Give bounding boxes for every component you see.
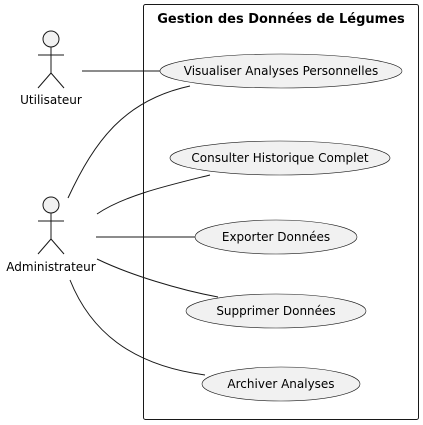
association-administrateur-visualiser <box>67 85 191 199</box>
use-case-visualiser: Visualiser Analyses Personnelles <box>159 53 403 89</box>
system-title: Gestion des Données de Légumes <box>157 12 405 27</box>
use-case-exporter: Exporter Données <box>194 219 358 255</box>
actor-administrateur: Administrateur <box>6 196 96 274</box>
actor-label-utilisateur: Utilisateur <box>20 93 82 107</box>
use-case-supprimer: Supprimer Données <box>185 293 367 329</box>
actor-head-icon <box>42 196 60 214</box>
use-case-ellipse <box>194 219 358 255</box>
use-case-label-visualiser: Visualiser Analyses Personnelles <box>184 64 378 78</box>
use-case-consulter: Consulter Historique Complet <box>169 140 391 176</box>
use-case-label-consulter: Consulter Historique Complet <box>191 151 368 165</box>
use-case-ellipse <box>201 366 361 402</box>
actor-head-icon <box>42 30 60 48</box>
association-administrateur-archiver <box>69 279 206 376</box>
use-case-ellipse <box>185 293 367 329</box>
use-case-ellipse <box>159 53 403 89</box>
use-case-label-archiver: Archiver Analyses <box>227 377 334 391</box>
association-administrateur-consulter <box>96 174 211 215</box>
association-administrateur-supprimer <box>96 258 219 298</box>
use-case-ellipse <box>169 140 391 176</box>
actor-label-administrateur: Administrateur <box>6 260 96 274</box>
actor-utilisateur: Utilisateur <box>20 30 82 107</box>
associations <box>67 70 219 376</box>
use-case-label-supprimer: Supprimer Données <box>216 304 335 318</box>
use-case-archiver: Archiver Analyses <box>201 366 361 402</box>
use-case-label-exporter: Exporter Données <box>222 230 330 244</box>
